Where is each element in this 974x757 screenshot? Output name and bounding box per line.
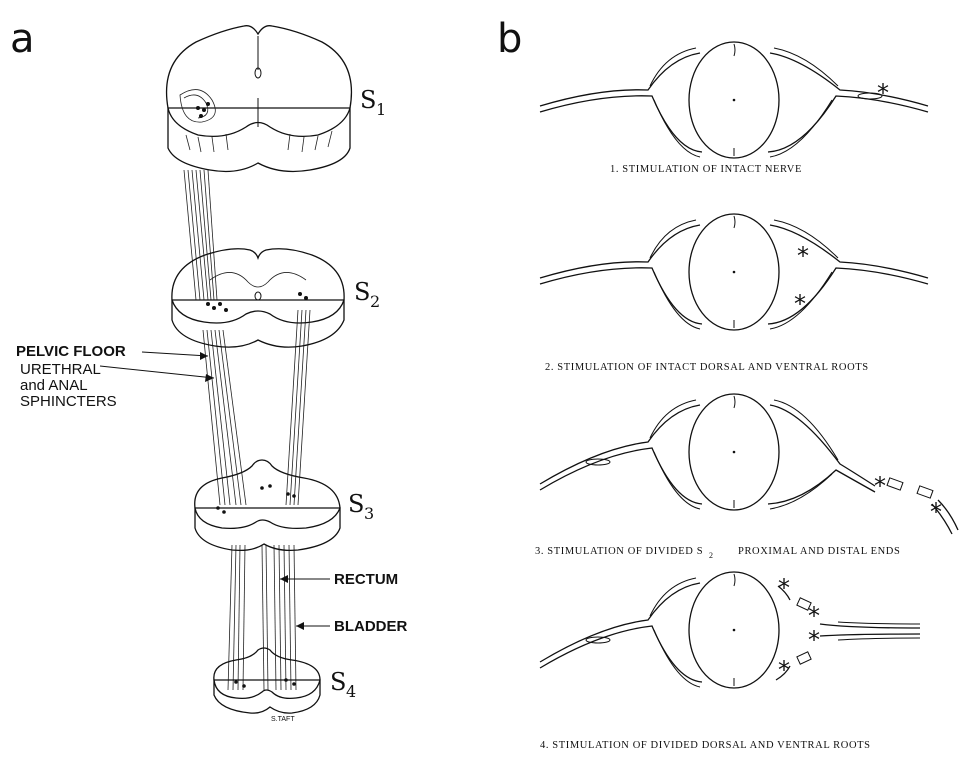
panel-a-letter: a <box>10 16 35 62</box>
segment-label-s4: S <box>330 668 346 696</box>
segment-label-s1: S <box>360 86 376 114</box>
label-rectum: RECTUM <box>334 571 398 588</box>
caption-3: 3. STIMULATION OF DIVIDED S <box>535 546 703 557</box>
caption-4: 4. STIMULATION OF DIVIDED DORSAL AND VEN… <box>540 740 871 751</box>
artist-signature: S.TAFT <box>271 716 295 723</box>
panel-b-letter: b <box>497 16 522 62</box>
stimulus-mark: * <box>794 290 806 318</box>
diagram-divided-roots: * * * * 4. STIMULATION OF DIVIDED DORSAL… <box>540 572 920 751</box>
stimulus-mark: * <box>778 656 790 684</box>
stimulus-mark: * <box>877 79 890 107</box>
segment-label-s1-sub: 1 <box>376 100 386 119</box>
cord-slice-s4: S 4 S.TAFT <box>214 648 356 723</box>
caption-3-sub: 2 <box>709 551 714 560</box>
stimulus-mark: * <box>874 472 886 500</box>
label-bladder: BLADDER <box>334 618 407 635</box>
stimulus-mark: * <box>778 574 790 602</box>
stimulus-mark: * <box>797 242 809 270</box>
segment-label-s3-sub: 3 <box>364 504 374 523</box>
segment-label-s2: S <box>354 278 370 306</box>
segment-label-s2-sub: 2 <box>370 292 380 311</box>
diagram-divided-s2: * * 3. STIMULATION OF DIVIDED S 2 PROXIM… <box>535 394 958 560</box>
panel-a: a <box>10 16 407 723</box>
label-urethral: URETHRAL <box>20 361 101 378</box>
panel-b: b * 1. STIMULATION OF INTACT NERVE <box>497 16 958 751</box>
segment-label-s3: S <box>348 490 364 518</box>
label-pelvic-floor: PELVIC FLOOR <box>16 343 126 360</box>
caption-2: 2. STIMULATION OF INTACT DORSAL AND VENT… <box>545 362 869 373</box>
label-and-anal: and ANAL <box>20 377 88 394</box>
cord-slice-s1: S 1 <box>167 26 387 172</box>
diagram-intact-nerve: * 1. STIMULATION OF INTACT NERVE <box>540 42 928 175</box>
caption-3-tail: PROXIMAL AND DISTAL ENDS <box>738 546 900 557</box>
panel-a-labels: PELVIC FLOOR URETHRAL and ANAL SPHINCTER… <box>16 343 407 635</box>
stimulus-mark: * <box>930 498 942 526</box>
caption-1: 1. STIMULATION OF INTACT NERVE <box>610 164 802 175</box>
segment-label-s4-sub: 4 <box>346 682 356 701</box>
label-sphincters: SPHINCTERS <box>20 393 117 410</box>
stimulus-mark: * <box>808 626 820 654</box>
diagram-intact-roots: * * 2. STIMULATION OF INTACT DORSAL AND … <box>540 214 928 373</box>
nerve-fiber-bundles <box>184 170 310 690</box>
